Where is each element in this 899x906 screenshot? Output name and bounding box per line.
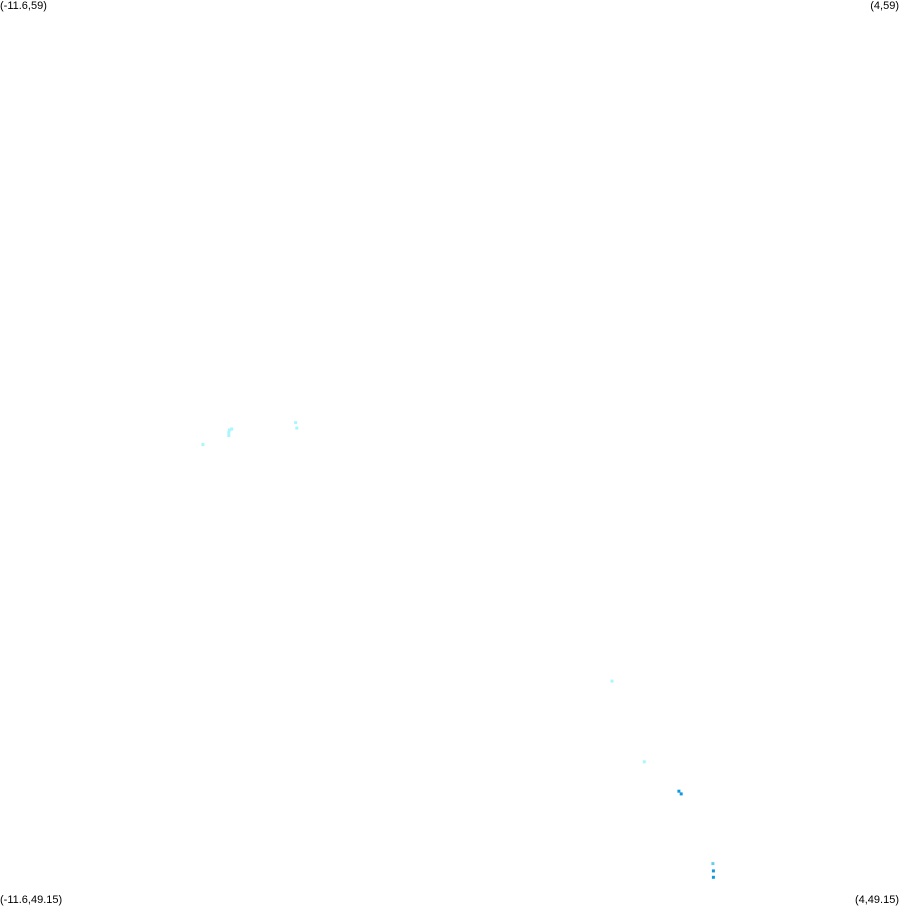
data-points-layer <box>201 421 715 879</box>
corner-label-top-right: (4,59) <box>870 0 899 12</box>
map-data-point <box>295 426 299 430</box>
map-data-point <box>230 427 234 431</box>
map-data-point <box>711 862 715 866</box>
map-data-point <box>294 421 298 425</box>
map-data-point <box>711 869 715 873</box>
corner-label-top-left: (-11.6,59) <box>0 0 47 12</box>
map-data-point <box>642 760 646 764</box>
map-data-point <box>610 679 614 683</box>
map-data-point <box>679 792 683 796</box>
corner-label-bottom-right: (4,49.15) <box>854 894 899 906</box>
map-data-point <box>227 428 231 432</box>
corner-label-bottom-left: (-11.6,49.15) <box>0 894 63 906</box>
map-data-point <box>227 434 231 437</box>
map-data-point <box>711 875 715 879</box>
map-data-point <box>201 443 205 447</box>
map-data-point <box>677 789 681 793</box>
map-data-point <box>227 431 231 435</box>
